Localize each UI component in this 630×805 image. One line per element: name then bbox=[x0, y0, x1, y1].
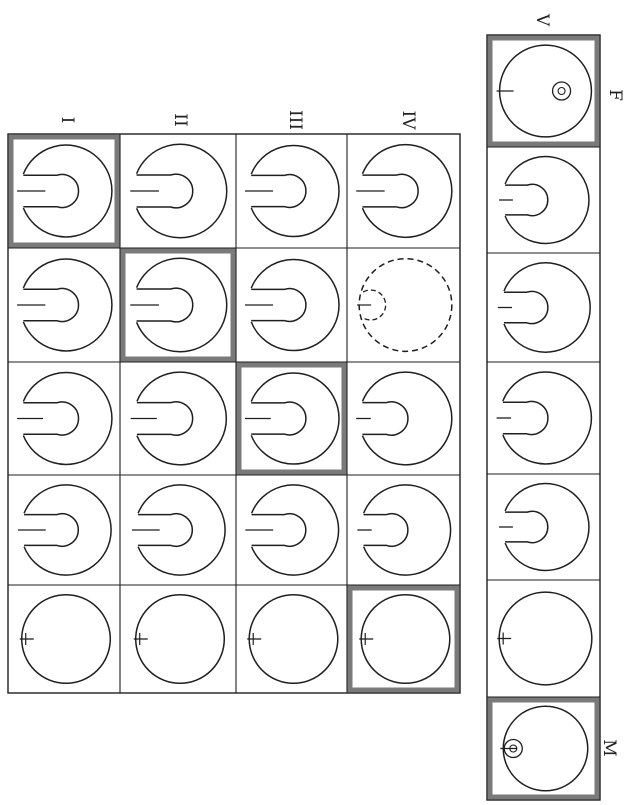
polar-dot bbox=[558, 88, 565, 95]
cell-r5-c7 bbox=[500, 706, 587, 790]
row-label-i: I bbox=[57, 117, 77, 124]
cell-r2-c3 bbox=[131, 372, 227, 465]
cell-circle bbox=[22, 595, 111, 684]
cell-r2-c2 bbox=[130, 258, 226, 351]
row-label-v: V bbox=[532, 13, 552, 27]
cell-r1-c5 bbox=[20, 595, 111, 684]
cell-r4-c1 bbox=[356, 145, 452, 238]
cell-r2-c4 bbox=[132, 485, 225, 575]
cell-r3-c3 bbox=[245, 373, 339, 464]
cell-r3-c2 bbox=[245, 259, 339, 350]
cell-circle bbox=[503, 372, 592, 464]
cells-layer bbox=[17, 45, 592, 791]
grid-layer bbox=[8, 35, 600, 800]
row-label-ii: II bbox=[170, 113, 190, 126]
cell-r5-c2 bbox=[499, 157, 589, 244]
main-grid-border bbox=[8, 134, 460, 693]
polar-ring bbox=[553, 82, 571, 100]
cell-r5-c4 bbox=[497, 372, 592, 464]
cell-circle bbox=[364, 485, 451, 575]
row-label-iv: IV bbox=[398, 111, 418, 131]
cell-r5-c3 bbox=[498, 263, 590, 352]
cell-circle bbox=[361, 595, 450, 684]
cell-circle bbox=[249, 595, 338, 684]
cell-r3-c5 bbox=[247, 595, 338, 684]
cell-r5-c6 bbox=[497, 592, 592, 685]
end-label-m: M bbox=[599, 739, 619, 756]
cell-circle bbox=[359, 259, 452, 352]
cell-r4-c3 bbox=[356, 372, 452, 465]
cell-r1-c4 bbox=[18, 485, 111, 575]
cell-r3-c4 bbox=[245, 485, 338, 575]
cell-circle bbox=[136, 595, 225, 684]
cell-circle bbox=[362, 372, 451, 465]
row-label-iii: III bbox=[285, 110, 305, 130]
cell-r1-c2 bbox=[17, 259, 112, 351]
cell-r1-c3 bbox=[17, 373, 112, 465]
cell-r2-c5 bbox=[134, 595, 225, 684]
cell-r2-c1 bbox=[130, 144, 226, 237]
cell-r4-c5 bbox=[359, 595, 450, 684]
cell-r5-c5 bbox=[499, 484, 589, 571]
end-label-f: F bbox=[605, 89, 625, 101]
cell-r4-c2 bbox=[357, 259, 452, 352]
cell-circle bbox=[499, 592, 592, 685]
cell-r3-c1 bbox=[245, 145, 339, 236]
cell-r4-c4 bbox=[357, 485, 450, 575]
cell-r1-c1 bbox=[17, 145, 112, 237]
cell-r5-c1 bbox=[497, 45, 592, 137]
